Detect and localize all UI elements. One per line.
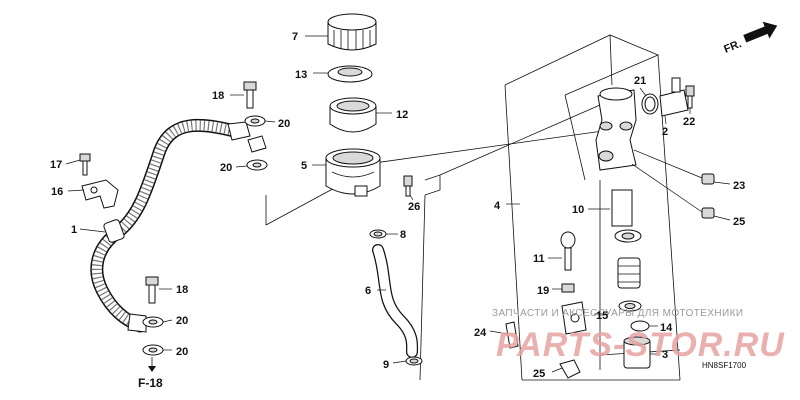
spring-10: [611, 189, 633, 227]
callout-22: 22: [683, 116, 695, 128]
callout-19: 19: [537, 285, 549, 297]
callout-11: 11: [533, 253, 545, 265]
callout-3: 3: [662, 349, 668, 361]
callout-21: 21: [634, 75, 646, 87]
brake-hose: [90, 118, 251, 333]
callout-6: 6: [365, 285, 371, 297]
callout-16: 16: [51, 186, 63, 198]
callout-15: 15: [596, 310, 608, 322]
clip-8: [369, 229, 387, 239]
plate-13: [327, 65, 373, 83]
push-rod-11: [560, 231, 576, 271]
callout-5: 5: [301, 160, 307, 172]
diagram-code: HN8SF1700: [702, 361, 747, 370]
callout-12: 12: [396, 109, 408, 121]
callout-20-d: 20: [176, 346, 188, 358]
callout-labels: 7 13 12 5 8 6 9 26 18 20 20 17 16 1 18 2…: [50, 31, 745, 380]
callout-8: 8: [400, 229, 406, 241]
reservoir-5: [325, 148, 381, 197]
callout-14: 14: [660, 322, 673, 334]
hose-clamp-16: [81, 179, 119, 209]
callout-7: 7: [292, 31, 298, 43]
diaphragm-12: [329, 97, 377, 133]
callout-24: 25: [533, 368, 545, 380]
arrow-right-icon: [743, 21, 778, 43]
sealing-washers-20-upper: [244, 115, 268, 171]
secondary-cup: [618, 300, 642, 312]
callout-20-a: 20: [278, 118, 290, 130]
bolt-26: [403, 175, 413, 197]
clip-9: [405, 356, 423, 366]
watermark: ЗАПЧАСТИ И АКСЕССУАРЫ ДЛЯ МОТОТЕХНИКИ PA…: [492, 308, 785, 364]
bolts-25: [631, 149, 715, 219]
callout-18-upper: 18: [212, 90, 224, 102]
direction-label: FR.: [722, 38, 743, 56]
pin-23: [505, 321, 519, 349]
front-direction-indicator: FR.: [722, 21, 778, 56]
callout-25-upper: 23: [733, 180, 745, 192]
callout-20-c: 20: [176, 315, 188, 327]
callout-17: 17: [50, 159, 62, 171]
callout-1: 1: [71, 224, 77, 236]
primary-cup: [614, 229, 642, 243]
callout-2: 2: [662, 126, 668, 138]
callout-9: 9: [383, 359, 389, 371]
watermark-logo: PARTS-STOR.RU: [496, 326, 785, 364]
cotter-pin-24: [559, 359, 581, 379]
callout-13: 13: [295, 69, 307, 81]
reservoir-cap-7: [327, 13, 377, 51]
reference-label: F-18: [138, 376, 163, 390]
oil-bolt-18-lower: [145, 276, 159, 304]
master-cylinder-body: [595, 87, 637, 171]
piston: [617, 257, 641, 289]
callout-20-b: 20: [220, 162, 232, 174]
callout-10: 10: [572, 204, 584, 216]
sealing-washers-20-lower: [142, 316, 164, 356]
watermark-caption: ЗАПЧАСТИ И АКСЕССУАРЫ ДЛЯ МОТОТЕХНИКИ: [492, 308, 743, 319]
callout-26: 26: [408, 201, 420, 213]
reservoir-hose-6: [372, 244, 419, 358]
nut-19: [561, 283, 575, 293]
boot-3: [623, 336, 651, 369]
joint-2: [659, 77, 689, 117]
joint-21-and-o-ring: [641, 93, 659, 115]
screw-17: [79, 153, 91, 176]
oil-bolt-18-upper: [243, 81, 257, 109]
joint-15: [561, 301, 587, 335]
leader-lines: [65, 35, 731, 373]
callout-4: 4: [494, 200, 501, 212]
callout-25-lower: 25: [733, 216, 745, 228]
callout-23: 24: [474, 327, 487, 339]
callout-18-lower: 18: [176, 284, 188, 296]
reference-arrow-icon: [148, 357, 156, 372]
